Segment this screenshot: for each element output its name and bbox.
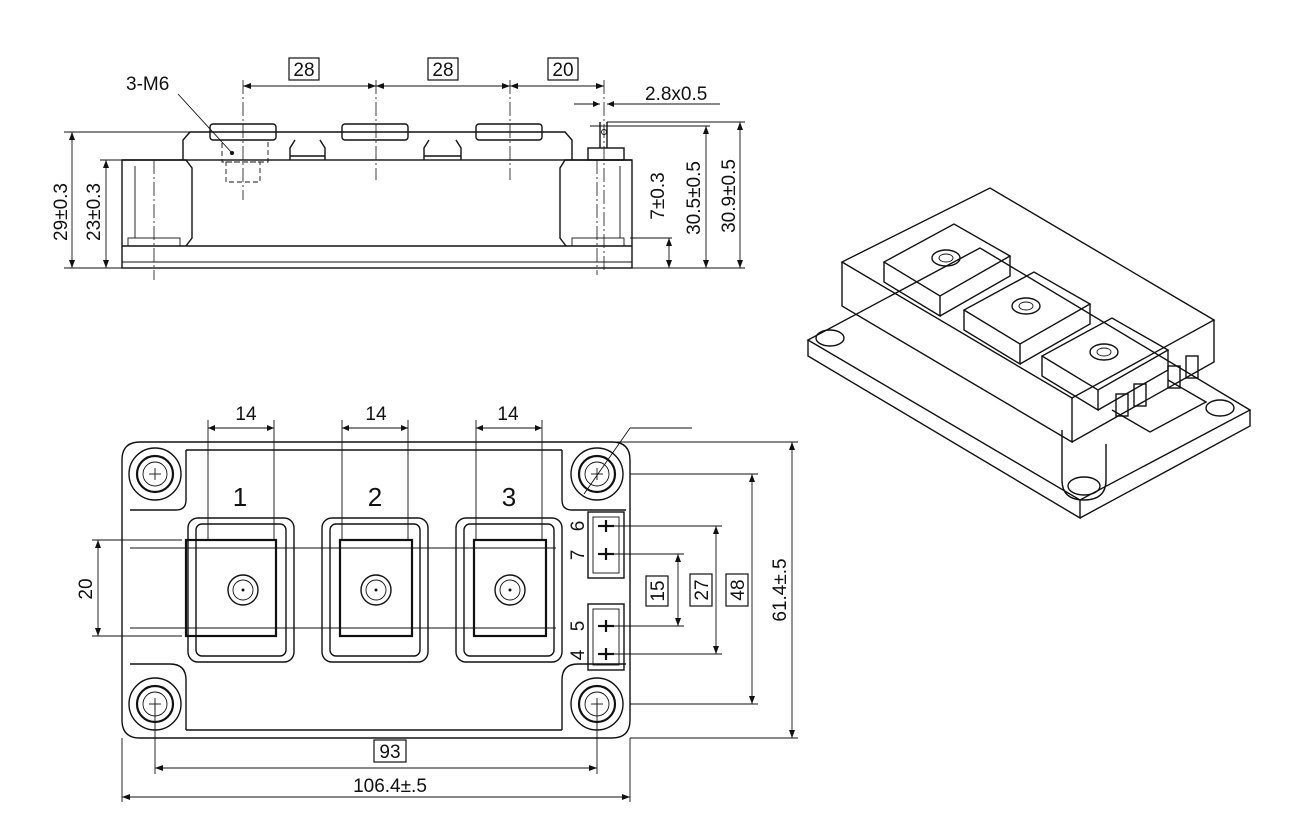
side-right-boss xyxy=(559,159,632,247)
pin-label-5: 5 xyxy=(568,621,589,632)
dim-pin-height: 7±0.3 xyxy=(648,172,669,219)
dim-box-28b xyxy=(427,57,459,81)
iso-terminal-1 xyxy=(882,223,1012,318)
side-body-outline xyxy=(121,159,633,269)
dim-106-4: 106.4±.5 xyxy=(353,776,427,797)
main-terminal-3 xyxy=(455,517,563,663)
dim-box-48 xyxy=(725,573,749,607)
side-nut-3 xyxy=(475,123,543,141)
dim-term-width-3: 14 xyxy=(497,404,519,425)
top-view: 1 2 3 6 7 5 4 14 14 xyxy=(76,404,798,802)
side-view: 28 28 20 2.8x0.5 3-M6 29±0.3 23±0.3 xyxy=(51,57,745,280)
dim-20: 20 xyxy=(76,578,97,599)
side-thread-hole xyxy=(221,139,269,163)
dim-61-4: 61.4±.5 xyxy=(770,558,791,621)
main-terminal-2 xyxy=(321,517,429,663)
dim-height-body: 23±0.3 xyxy=(84,183,105,241)
iso-housing-top xyxy=(840,187,1216,399)
isometric-view xyxy=(806,187,1252,520)
terminal-label-1: 1 xyxy=(233,482,247,512)
side-housing-top xyxy=(182,131,573,160)
dim-height-30-9: 30.9±0.5 xyxy=(719,159,740,233)
mount-hole-tr xyxy=(570,447,624,501)
dim-box-15 xyxy=(645,575,669,607)
iso-terminal-3 xyxy=(1040,317,1170,412)
dim-box-20 xyxy=(547,57,579,81)
side-left-boss xyxy=(122,159,193,247)
terminal-label-2: 2 xyxy=(368,482,382,512)
dim-48: 48 xyxy=(728,579,749,600)
dim-box-28a xyxy=(288,57,320,81)
dim-term-width-1: 14 xyxy=(235,404,257,425)
dim-height-30-5: 30.5±0.5 xyxy=(684,161,705,235)
dim-pitch-1: 28 xyxy=(293,60,314,81)
side-nut-2 xyxy=(341,123,409,141)
dim-93: 93 xyxy=(379,742,400,763)
thread-label: 3-M6 xyxy=(126,74,169,95)
dim-pitch-3: 20 xyxy=(552,60,573,81)
dim-pin-size: 2.8x0.5 xyxy=(645,84,707,105)
mount-hole-tl xyxy=(128,447,182,501)
dim-27: 27 xyxy=(692,579,713,600)
pin-label-4: 4 xyxy=(568,649,589,660)
pin-label-6: 6 xyxy=(568,521,589,532)
dim-15: 15 xyxy=(648,580,669,601)
dim-pitch-2: 28 xyxy=(432,60,453,81)
dim-term-width-2: 14 xyxy=(365,404,387,425)
control-pin-block-lower xyxy=(587,603,625,671)
dim-box-27 xyxy=(689,573,713,607)
dim-box-93 xyxy=(373,739,407,763)
iso-terminal-2 xyxy=(962,271,1092,366)
pin-label-7: 7 xyxy=(568,550,589,561)
dim-height-total: 29±0.3 xyxy=(51,183,72,241)
side-pin-block xyxy=(587,147,625,161)
iso-control-pins xyxy=(1111,355,1208,433)
control-pin-block-upper xyxy=(587,511,625,579)
top-body-outline xyxy=(121,441,631,739)
terminal-label-3: 3 xyxy=(502,482,516,512)
main-terminal-1 xyxy=(184,517,295,663)
